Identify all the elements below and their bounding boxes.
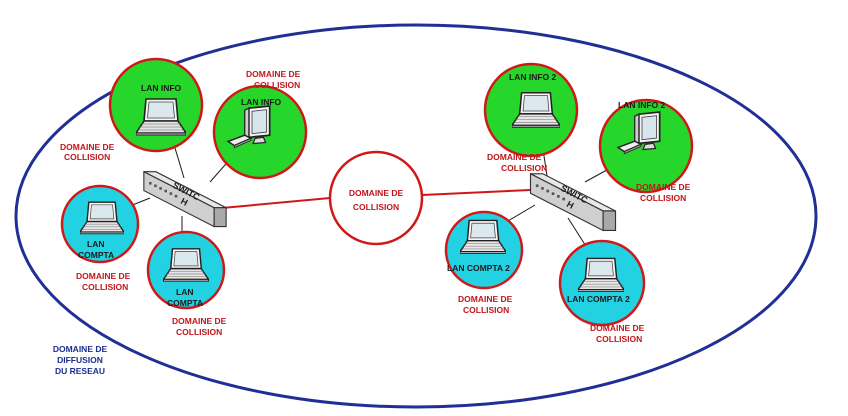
link-left-switch-central bbox=[221, 197, 331, 209]
link-central-right-switch bbox=[421, 189, 531, 196]
collision-circle-central bbox=[328, 150, 424, 246]
right-switch-label-2: H bbox=[565, 199, 575, 211]
broadcast-domain-label-3: DU RESEAU bbox=[55, 366, 105, 376]
right-lan-compta-2-b-domain-2: COLLISION bbox=[596, 334, 642, 344]
right-lan-compta-2-a-label: LAN COMPTA 2 bbox=[447, 263, 510, 273]
left-lan-info-desktop-domain-2: COLLISION bbox=[254, 80, 300, 90]
left-switch-label-2: H bbox=[179, 196, 189, 208]
left-lan-info-laptop-domain-1: DOMAINE DE bbox=[60, 142, 115, 152]
broadcast-domain-ellipse bbox=[14, 23, 818, 409]
broadcast-domain-label-1: DOMAINE DE bbox=[53, 344, 108, 354]
left-lan-compta-1-label-1: LAN bbox=[87, 239, 104, 249]
central-collision-label-1: DOMAINE DE bbox=[349, 188, 404, 198]
central-collision-label-2: COLLISION bbox=[353, 202, 399, 212]
right-lan-compta-2-b-label: LAN COMPTA 2 bbox=[567, 294, 630, 304]
left-lan-compta-2-label-2: COMPTA bbox=[167, 298, 203, 308]
right-lan-info-2-desktop-label: LAN INFO 2 bbox=[618, 100, 665, 110]
right-lan-info-2-desktop-domain-2: COLLISION bbox=[640, 193, 686, 203]
broadcast-domain-label-2: DIFFUSION bbox=[57, 355, 103, 365]
left-lan-compta-2-domain-2: COLLISION bbox=[176, 327, 222, 337]
right-lan-compta-2-b-domain-1: DOMAINE DE bbox=[590, 323, 645, 333]
right-lan-compta-2-a-domain-2: COLLISION bbox=[463, 305, 509, 315]
right-lan-info-2-laptop-domain-2: COLLISION bbox=[501, 163, 547, 173]
right-lan-info-2-laptop-domain-1: DOMAINE DE bbox=[487, 152, 542, 162]
right-lan-info-2-laptop-label: LAN INFO 2 bbox=[509, 72, 556, 82]
left-lan-compta-1-domain-2: COLLISION bbox=[82, 282, 128, 292]
left-lan-compta-1-label-2: COMPTA bbox=[78, 250, 114, 260]
left-lan-compta-2-label-1: LAN bbox=[176, 287, 193, 297]
left-lan-compta-2-domain-1: DOMAINE DE bbox=[172, 316, 227, 326]
left-lan-info-desktop-domain-1: DOMAINE DE bbox=[246, 69, 301, 79]
left-lan-compta-1-domain-1: DOMAINE DE bbox=[76, 271, 131, 281]
left-lan-info-laptop-label: LAN INFO bbox=[141, 83, 182, 93]
right-lan-compta-2-a-domain-1: DOMAINE DE bbox=[458, 294, 513, 304]
left-lan-info-desktop-label: LAN INFO bbox=[241, 97, 282, 107]
left-lan-info-laptop-domain-2: COLLISION bbox=[64, 152, 110, 162]
right-lan-info-2-desktop-domain-1: DOMAINE DE bbox=[636, 182, 691, 192]
